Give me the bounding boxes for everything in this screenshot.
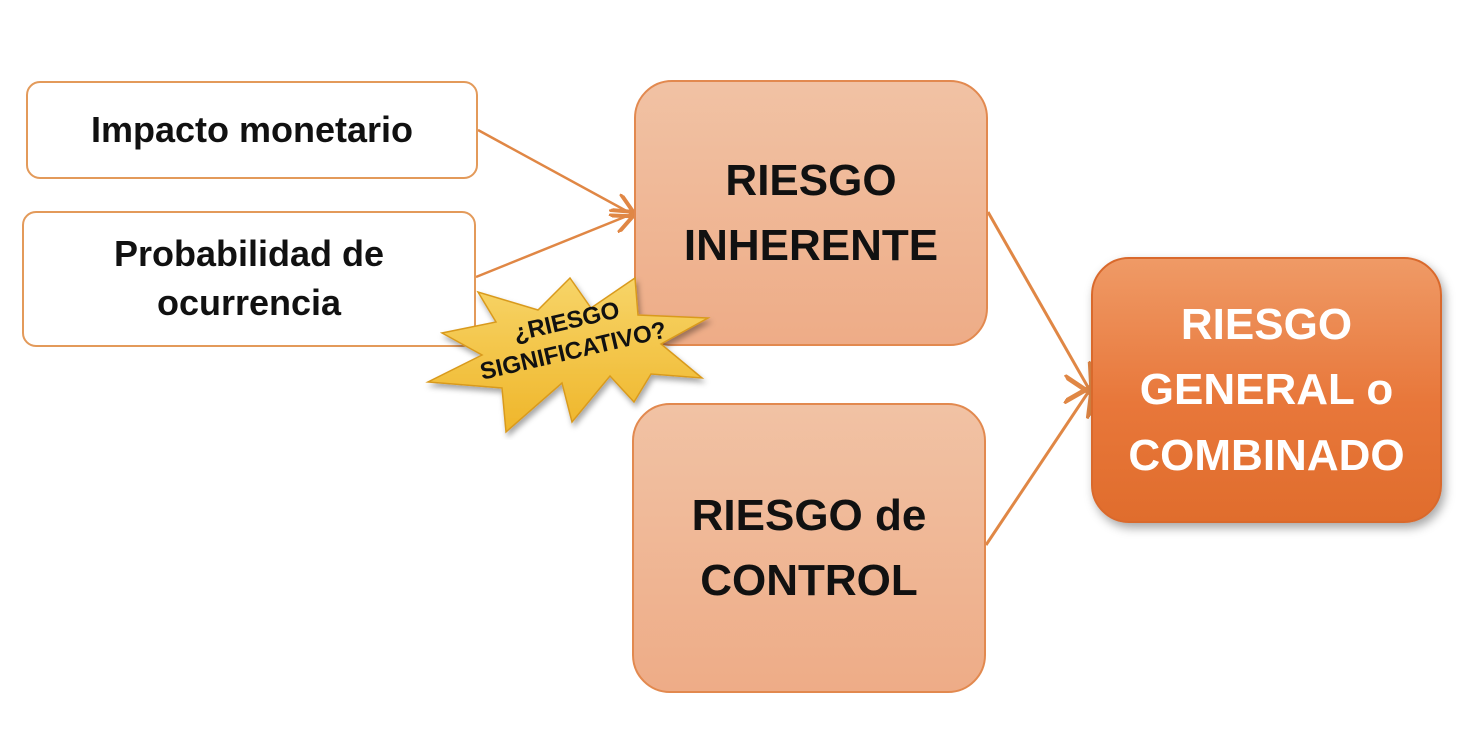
arrow-inherente-to-general <box>986 211 1089 389</box>
risk-box-general-combinado: RIESGO GENERAL o COMBINADO <box>1091 257 1442 523</box>
input-box-probabilidad: Probabilidad de ocurrencia <box>22 211 476 347</box>
risk-general-line-2: GENERAL o <box>1139 365 1394 415</box>
arrow-control-to-general <box>984 391 1089 546</box>
risk-box-inherente: RIESGO INHERENTE <box>634 80 988 346</box>
risk-box-control: RIESGO de CONTROL <box>632 403 986 693</box>
risk-inherente-line-2: INHERENTE <box>683 221 939 270</box>
arrow-impacto-to-inherente <box>477 128 632 214</box>
input-box-impacto-monetario: Impacto monetario <box>26 81 478 179</box>
input-label-probabilidad-line-2: ocurrencia <box>156 282 342 323</box>
arrow-probabilidad-to-inherente <box>475 214 632 279</box>
risk-general-line-3: COMBINADO <box>1128 430 1405 480</box>
starburst-icon <box>425 276 711 434</box>
starburst-shape <box>425 276 711 434</box>
risk-general-line-1: RIESGO <box>1180 300 1353 350</box>
risk-control-line-2: CONTROL <box>700 556 918 605</box>
risk-inherente-line-1: RIESGO <box>725 155 897 205</box>
input-label-impacto: Impacto monetario <box>90 108 414 150</box>
risk-control-line-1: RIESGO de <box>691 490 927 540</box>
input-label-probabilidad-line-1: Probabilidad de <box>113 233 385 275</box>
